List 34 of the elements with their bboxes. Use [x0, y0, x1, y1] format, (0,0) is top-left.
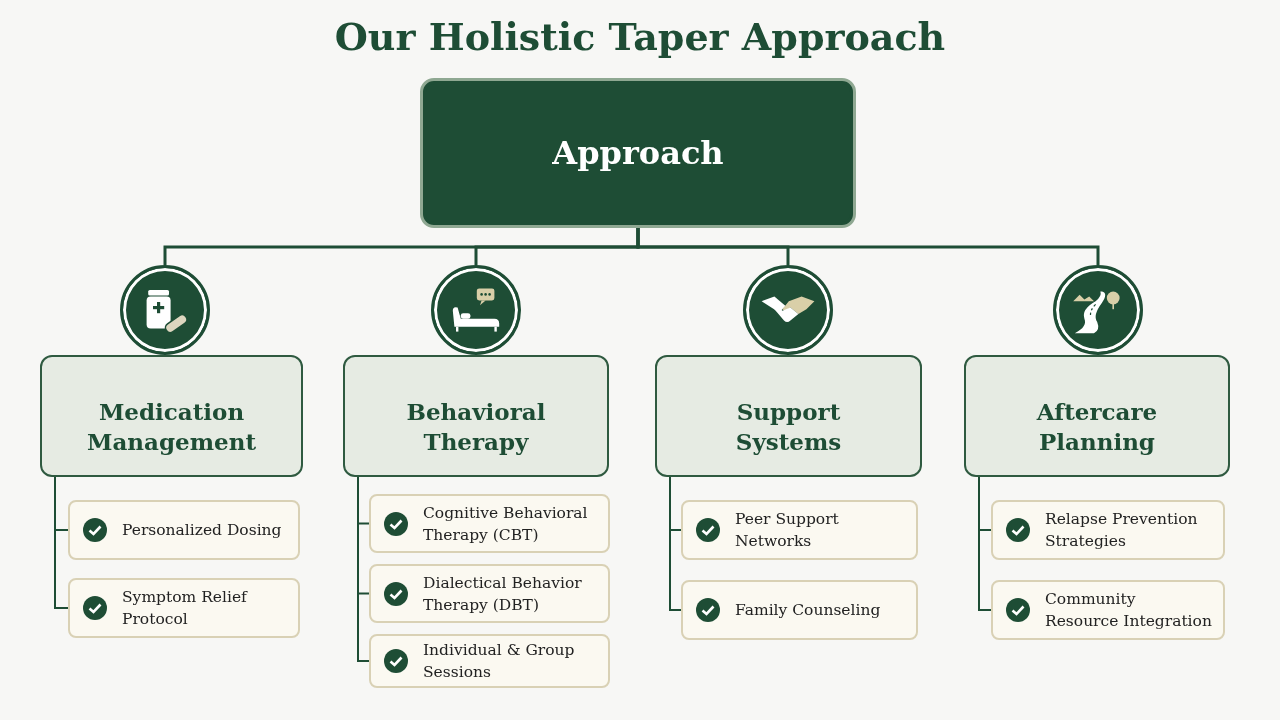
item-box [991, 580, 1225, 640]
item-label: Community Resource Integration [1045, 589, 1213, 632]
item-box [681, 500, 918, 560]
connector-line [669, 476, 682, 611]
category-box [40, 355, 303, 477]
category-box [343, 355, 609, 477]
item-box [68, 500, 300, 560]
item-label: Symptom Relief Protocol [122, 587, 249, 630]
item-label: Dialectical Behavior Therapy (DBT) [423, 572, 583, 616]
item-box [68, 578, 300, 638]
category-title: Support Systems [734, 397, 843, 457]
item-box [369, 494, 610, 553]
diagram-title: Our Holistic Taper Approach [333, 14, 947, 59]
item-box [991, 500, 1225, 560]
item-label: Peer Support Networks [735, 509, 840, 552]
connector-line [636, 228, 1100, 265]
category-title: Aftercare Planning [1035, 397, 1159, 457]
item-box [681, 580, 918, 640]
item-label: Personalized Dosing [122, 520, 282, 541]
box-title: Approach [552, 134, 724, 172]
connector-line [357, 476, 370, 662]
item-box [369, 564, 610, 623]
category-title: Behavioral Therapy [405, 397, 547, 457]
connector-line [54, 476, 69, 609]
item-box [369, 634, 610, 688]
item-label: Cognitive Behavioral Therapy (CBT) [423, 502, 589, 546]
approach-box [420, 78, 856, 228]
item-label: Family Counseling [735, 600, 881, 621]
item-label: Individual & Group Sessions [423, 640, 576, 683]
category-box [964, 355, 1230, 477]
connector-line [978, 476, 992, 611]
category-title: Medication Management [86, 397, 257, 457]
category-box [655, 355, 922, 477]
item-label: Relapse Prevention Strategies [1045, 509, 1199, 552]
